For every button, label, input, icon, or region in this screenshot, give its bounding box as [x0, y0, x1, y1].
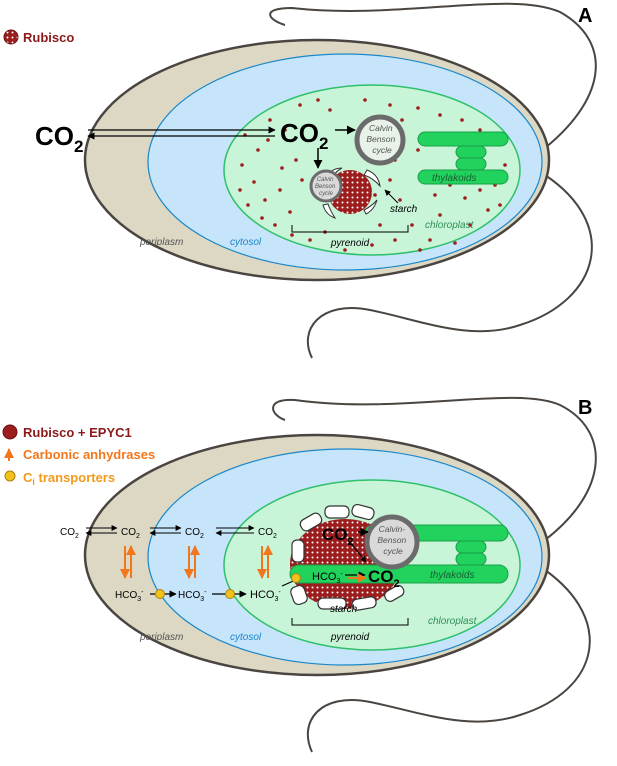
periplasm-label-a: periplasm: [139, 237, 183, 248]
flagellum-b-lower: [306, 569, 591, 753]
pyrenoid-cycle-label-a: Calvin Benson cycle: [315, 177, 337, 197]
calvin-cycle-label-a: Calvin Benson cycle: [366, 123, 397, 155]
calvin-cycle-ring-a: [354, 114, 406, 166]
pyrenoid-cycle-ring-a: [309, 169, 343, 203]
chloroplast-a: [223, 84, 521, 256]
ci-transporters-b: [155, 573, 301, 599]
co2-outside-b: CO2: [60, 527, 79, 540]
legend-ci-transporters-label: Ci transporters: [23, 470, 115, 487]
periplasm-label-b: periplasm: [139, 632, 183, 643]
co2-chloroplast-b: CO2: [258, 527, 277, 540]
hco3-cytosol-b: HCO3-: [178, 589, 207, 603]
starch-label-a: starch: [390, 204, 418, 215]
carbonic-anhydrase-arrows-b: [120, 545, 273, 579]
co2-cytosol-b: CO2: [185, 527, 204, 540]
calvin-cycle-ring-b: [364, 514, 420, 570]
panel-b: B Rubisco + EPYC1 Carbonic anhydrases Ci…: [2, 396, 597, 753]
ci-transporter-legend-icon: [4, 470, 16, 482]
co2-exchange-arrows-b: [85, 525, 255, 536]
legend-carbonic-anhydrases-label: Carbonic anhydrases: [23, 447, 155, 462]
chloroplast-label-a: chloroplast: [425, 220, 475, 231]
cytosol-label-a: cytosol: [230, 237, 262, 248]
co2-chloroplast-a: CO2: [280, 118, 328, 153]
chloroplast-label-b: chloroplast: [428, 616, 478, 627]
flagellum-a: [269, 2, 597, 149]
flagellum-a-lower: [306, 174, 593, 359]
co2-pyrenoid-b: CO2: [322, 525, 354, 548]
panel-a: A Rubisco: [3, 2, 597, 359]
panel-b-letter: B: [578, 397, 592, 419]
hco3-chloroplast-b: HCO3-: [250, 589, 281, 603]
legend-rubisco-label: Rubisco: [23, 30, 74, 45]
thylakoids-label-b: thylakoids: [430, 570, 474, 581]
co2-periplasm-b: CO2: [121, 527, 140, 540]
co2-pyrenoid-diagonal-arrow-b: [347, 539, 367, 563]
flagellum-b: [272, 396, 597, 541]
pyrenoid-bracket-b: [291, 618, 409, 626]
pyrenoid-label-a: pyrenoid: [330, 238, 370, 249]
hco3-thylakoid-b: HCO3-: [312, 571, 343, 585]
cytosol-label-b: cytosol: [230, 632, 262, 643]
co2-outside-a: CO2: [35, 121, 83, 156]
starch-label-b: starch: [330, 604, 358, 615]
legend-rubisco-epyc1-label: Rubisco + EPYC1: [23, 425, 132, 440]
pyrenoid-bracket-a: [291, 225, 409, 233]
pyrenoid-label-b: pyrenoid: [330, 632, 370, 643]
rubisco-epyc1-legend-icon: [2, 424, 18, 440]
starch-pointer-a: [384, 189, 399, 204]
calvin-cycle-label-b: Calvin- Benson cycle: [377, 524, 408, 556]
starch-sheath-b: [290, 503, 405, 611]
thylakoids-label-a: thylakoids: [432, 173, 476, 184]
thylakoids-a: [417, 131, 509, 185]
rubisco-legend-icon: [3, 29, 19, 45]
co2-thylakoid-b: CO2: [368, 567, 400, 590]
panel-a-letter: A: [578, 5, 592, 27]
hco3-periplasm-b: HCO3-: [115, 589, 144, 603]
